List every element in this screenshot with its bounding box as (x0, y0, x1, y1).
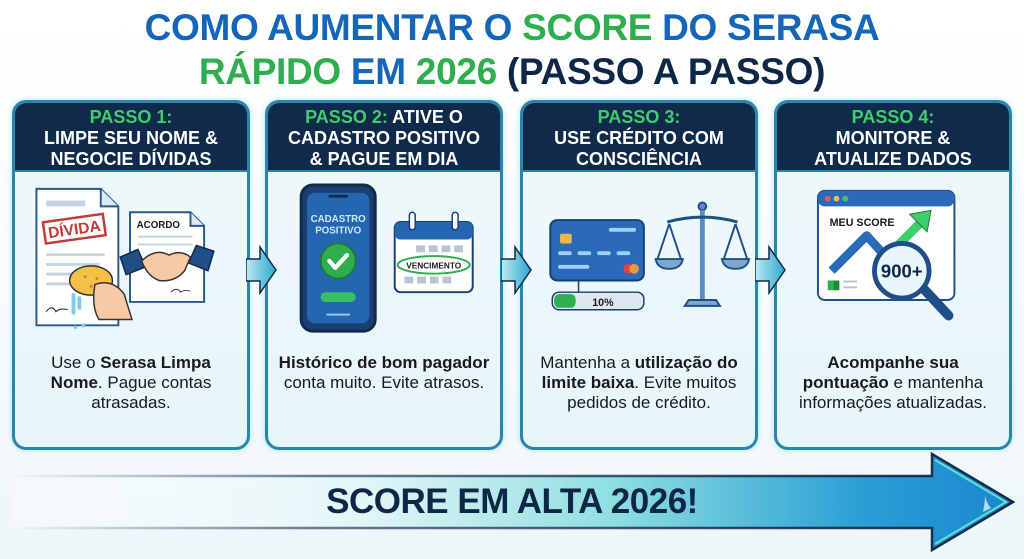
sponge-hand-icon (68, 265, 133, 330)
step-description: Mantenha a utilização do limite baixa. E… (540, 353, 738, 412)
phone-label-2: POSITIVO (315, 226, 361, 237)
banner-text: SCORE EM ALTA 2026! (326, 482, 698, 521)
cadastro-positivo-illustration: CADASTRO POSITIVO VENCIMENTO (299, 183, 474, 333)
step-label: PASSO 3: (597, 107, 681, 127)
step-heading-line-2: NEGOCIE DÍVIDAS (50, 149, 212, 169)
step-card-header: PASSO 2: ATIVE O CADASTRO POSITIVO & PAG… (268, 103, 500, 172)
handshake-icon (119, 244, 215, 282)
step-label: PASSO 1: (89, 107, 173, 127)
step-heading-line-1: USE CRÉDITO COM (554, 128, 724, 148)
score-growth-arrow (10, 452, 1016, 552)
step-card-header: PASSO 3: USE CRÉDITO COM CONSCIÊNCIA (523, 103, 755, 172)
step-card-1: PASSO 1: LIMPE SEU NOME & NEGOCIE DÍVIDA… (12, 100, 250, 450)
step-heading-inline: ATIVE O (387, 107, 463, 127)
phone-icon: CADASTRO POSITIVO (299, 183, 377, 333)
scale-icon (654, 201, 751, 307)
calendar-label: VENCIMENTO (406, 261, 462, 270)
flow-arrow-icon (246, 245, 277, 295)
step-heading-line-2: CONSCIÊNCIA (575, 149, 702, 169)
acordo-label: ACORDO (137, 220, 181, 231)
step-card-header: PASSO 1: LIMPE SEU NOME & NEGOCIE DÍVIDA… (15, 103, 247, 172)
step-description: Histórico de bom pagador conta muito. Ev… (278, 353, 490, 392)
step-card-4: PASSO 4: MONITORE & ATUALIZE DADOS MEU S… (774, 100, 1012, 450)
phone-label-1: CADASTRO (311, 214, 367, 225)
page-title: COMO AUMENTAR O SCORE DO SERASA RÁPIDO E… (0, 6, 1024, 94)
title-line-1: COMO AUMENTAR O SCORE DO SERASA (144, 7, 880, 48)
sparkle-icon (983, 496, 991, 512)
utilization-value: 10% (592, 297, 614, 309)
step-description: Acompanhe sua pontuação e mantenha infor… (798, 353, 988, 412)
score-value: 900+ (881, 261, 923, 282)
step-card-2: PASSO 2: ATIVE O CADASTRO POSITIVO & PAG… (265, 100, 503, 450)
calendar-icon: VENCIMENTO (393, 211, 474, 294)
debt-cleanup-illustration: DÍVIDA ACORDO (35, 187, 215, 330)
utilization-progress-bar: 10% (551, 291, 645, 311)
step-heading-line-1: LIMPE SEU NOME & (43, 128, 218, 148)
step-heading-line-1: CADASTRO POSITIVO (287, 128, 480, 148)
step-label: PASSO 2: (305, 107, 388, 127)
score-monitor-illustration: MEU SCORE 900+ (816, 189, 956, 321)
step-heading-line-2: & PAGUE EM DIA (309, 149, 459, 169)
step-label: PASSO 4: (851, 107, 935, 127)
step-description: Use o Serasa Limpa Nome. Pague contas at… (50, 353, 212, 412)
title-line-2: RÁPIDO EM 2026 (PASSO A PASSO) (198, 51, 826, 92)
check-icon (319, 242, 357, 280)
step-heading-line-2: ATUALIZE DADOS (814, 149, 972, 169)
credit-card-icon (549, 219, 645, 282)
step-card-header: PASSO 4: MONITORE & ATUALIZE DADOS (777, 103, 1009, 172)
flow-arrow-icon (755, 245, 786, 295)
magnifier-icon: 900+ (872, 241, 954, 321)
credit-awareness-illustration: 10% (549, 201, 751, 311)
window-label: MEU SCORE (830, 217, 895, 229)
step-heading-line-1: MONITORE & (835, 128, 951, 148)
flow-arrow-icon (501, 245, 532, 295)
step-card-3: PASSO 3: USE CRÉDITO COM CONSCIÊNCIA 10% (520, 100, 758, 450)
